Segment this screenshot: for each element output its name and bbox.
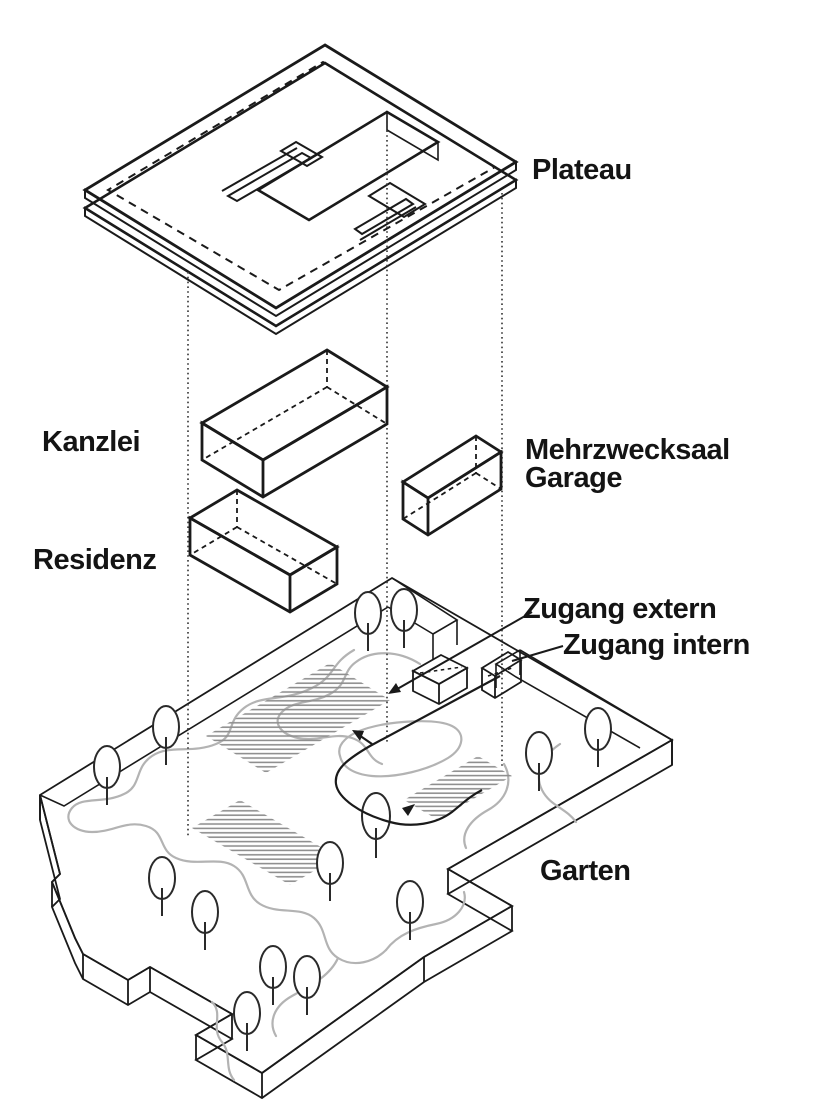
garden-path-west-meander	[67, 648, 388, 965]
trees	[93, 588, 612, 1051]
arrow-branch-icon	[352, 730, 364, 741]
leader-zugang-extern	[391, 611, 533, 693]
arrow-extern-icon	[388, 683, 401, 694]
plateau-slabs	[82, 43, 519, 336]
tree-icon	[396, 880, 424, 940]
tree-icon	[233, 991, 261, 1051]
label-mehrzwecksaal: Mehrzwecksaal	[525, 434, 730, 466]
tree-icon	[584, 707, 612, 767]
footprint-mehrzwecksaal	[404, 756, 512, 820]
label-kanzlei: Kanzlei	[42, 426, 140, 458]
garden-path-south	[271, 890, 466, 1038]
plateau-hole-lower-edge-band	[386, 110, 439, 162]
routes-and-leaders	[334, 611, 564, 826]
tree-icon	[525, 731, 553, 791]
garden-outer-edge	[38, 576, 674, 1075]
plateau-lower-slab-top	[82, 61, 519, 328]
garden-ne-wall-right	[494, 649, 673, 749]
residenz-volume	[187, 488, 340, 614]
plateau-slot-right	[353, 181, 427, 241]
garden-nw-wall-inner-edge	[39, 606, 389, 807]
label-garage: Garage	[525, 462, 622, 494]
projection-lines	[187, 116, 503, 838]
arrow-loop-icon	[402, 804, 415, 816]
tree-icon	[152, 705, 180, 765]
tree-icon	[361, 792, 391, 858]
kanzlei-volume	[199, 348, 390, 499]
tree-icon	[354, 591, 382, 651]
plateau-dashed-inset	[106, 60, 497, 292]
garten-site-plan	[38, 576, 674, 1100]
plateau-slot-left	[221, 140, 324, 203]
footprint-kanzlei	[206, 663, 390, 773]
tree-icon	[390, 588, 418, 648]
labels: Plateau Kanzlei Residenz Mehrzwecksaal G…	[33, 154, 750, 887]
garden-path-island-loop	[338, 720, 463, 778]
garden-floor	[40, 578, 672, 1073]
footprint-residenz	[192, 800, 338, 885]
garden-plinth-corner-edges	[39, 740, 673, 1098]
leader-zugang-intern	[511, 645, 564, 662]
tree-icon	[93, 745, 121, 805]
label-plateau: Plateau	[532, 154, 632, 186]
plateau-upper-slab-top	[82, 43, 519, 310]
label-zugang-intern: Zugang intern	[563, 629, 750, 661]
plateau-upper-slab-edge	[84, 160, 517, 318]
label-garten: Garten	[540, 855, 630, 887]
mehrzwecksaal-garage-volume	[400, 434, 504, 537]
route-intern-loop	[334, 675, 501, 826]
garden-path-pier-wiggle	[210, 1000, 236, 1082]
tree-icon	[191, 890, 219, 950]
tree-icon	[259, 945, 287, 1005]
label-residenz: Residenz	[33, 544, 156, 576]
tree-icon	[148, 856, 176, 916]
label-zugang-extern: Zugang extern	[523, 593, 716, 625]
tree-icon	[293, 955, 321, 1015]
tree-icon	[316, 841, 344, 901]
plateau-lower-slab-edge	[84, 178, 517, 336]
